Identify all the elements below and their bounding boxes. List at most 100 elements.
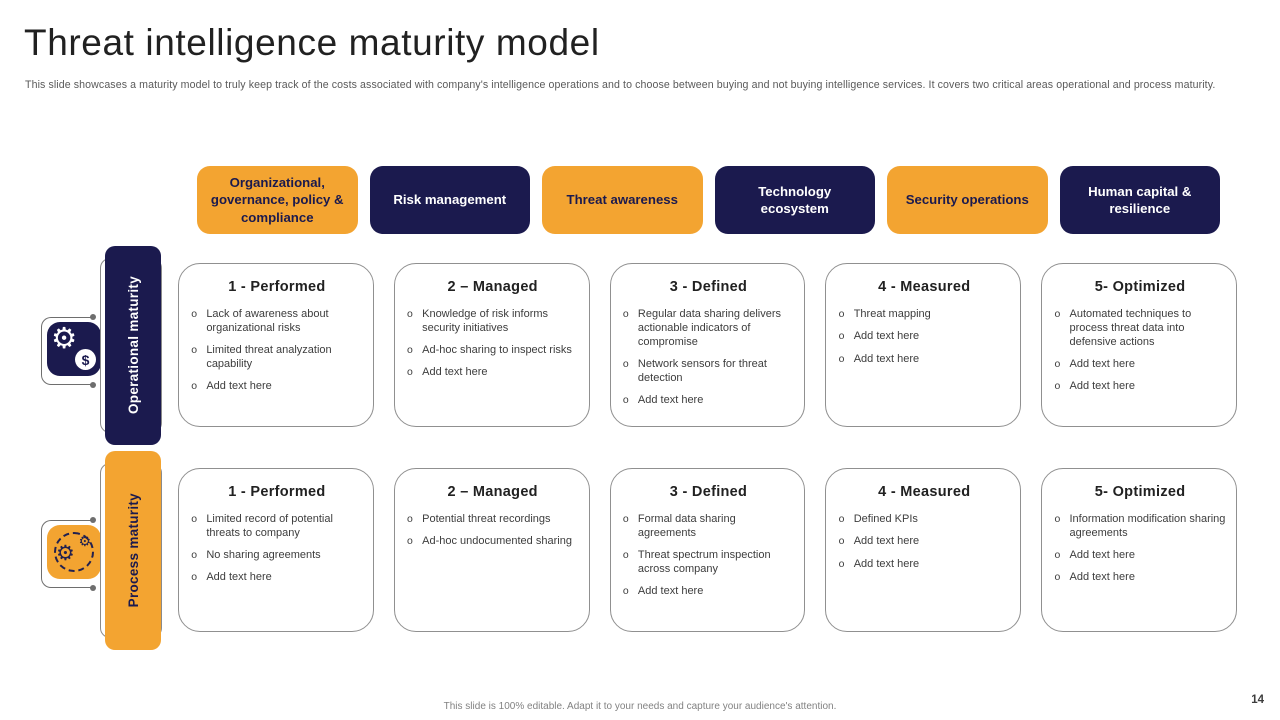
- bullet-marker: o: [191, 344, 198, 357]
- bullet-list: o Automated techniques to process threat …: [1054, 308, 1226, 395]
- connector-dot: [90, 314, 96, 320]
- bullet-marker: o: [406, 344, 414, 357]
- bullet-marker: o: [622, 309, 629, 321]
- bullet-text: Add text here: [206, 379, 272, 392]
- bullet-text: Threat mapping: [853, 308, 931, 320]
- operational-cost-icon: ⚙ $: [47, 322, 101, 376]
- connector-dot: [90, 585, 96, 591]
- bullet-marker: o: [622, 585, 629, 598]
- bullet-item: o Add text here: [1054, 358, 1226, 372]
- column-header-technology-ecosystem: Technology ecosystem: [714, 166, 875, 234]
- bullet-text: Threat spectrum inspection across compan…: [637, 548, 771, 575]
- bullet-text: Regular data sharing delivers actionable…: [637, 308, 781, 348]
- page-title: Threat intelligence maturity model: [24, 22, 600, 63]
- process-maturity-cards: 1 - Performed o Limited record of potenti…: [178, 468, 1237, 632]
- row-label-text: Operational maturity: [125, 276, 141, 415]
- bullet-item: o Threat mapping: [838, 308, 1010, 322]
- bullet-text: No sharing agreements: [206, 548, 321, 561]
- bullet-item: o Ad-hoc sharing to inspect risks: [407, 344, 579, 358]
- gear-icon: ⚙: [78, 534, 91, 550]
- bullet-marker: o: [1054, 358, 1061, 371]
- bullet-item: o Formal data sharing agreements: [623, 513, 795, 541]
- bullet-text: Formal data sharing agreements: [637, 513, 736, 539]
- bullet-text: Ad-hoc sharing to inspect risks: [422, 343, 572, 356]
- bullet-text: Limited threat analyzation capability: [206, 343, 332, 370]
- card-title: 5- Optimized: [1094, 484, 1186, 500]
- bullet-item: o Limited threat analyzation capability: [191, 344, 363, 372]
- bullet-text: Add text here: [637, 393, 704, 406]
- bullet-list: o Regular data sharing delivers actionabl…: [623, 308, 795, 408]
- cycle-arrows-icon: [54, 532, 94, 572]
- bullet-text: Automated techniques to process threat d…: [1069, 308, 1192, 348]
- bullet-list: o Limited record of potential threats to …: [191, 513, 363, 586]
- maturity-card: 1 - Performed o Limited record of potenti…: [178, 468, 374, 632]
- column-header-risk-management: Risk management: [369, 166, 530, 234]
- bullet-text: Add text here: [853, 352, 920, 365]
- column-headers: Organizational, governance, policy & com…: [197, 166, 1220, 234]
- column-header-security-operations: Security operations: [887, 166, 1048, 234]
- card-title: 1 - Performed: [228, 279, 326, 295]
- maturity-card: 3 - Defined o Regular data sharing delive…: [609, 263, 806, 427]
- bullet-marker: o: [191, 380, 198, 393]
- bullet-marker: o: [622, 394, 629, 407]
- row-label-process-maturity: Process maturity: [105, 451, 161, 650]
- bullet-marker: o: [1054, 572, 1061, 585]
- bullet-item: o Add text here: [623, 394, 795, 408]
- card-title: 3 - Defined: [669, 279, 748, 295]
- maturity-card: 3 - Defined o Formal data sharing agreeme…: [609, 468, 806, 632]
- bullet-marker: o: [191, 572, 198, 585]
- bullet-marker: o: [191, 309, 198, 321]
- bullet-marker: o: [1054, 514, 1061, 526]
- card-title: 5- Optimized: [1094, 279, 1186, 295]
- bullet-text: Add text here: [1069, 357, 1135, 370]
- gear-icon: ⚙: [51, 321, 77, 355]
- bullet-marker: o: [838, 558, 845, 571]
- bullet-marker: o: [406, 309, 414, 321]
- bullet-marker: o: [622, 514, 629, 526]
- page-number: 14: [1251, 694, 1264, 706]
- bullet-marker: o: [838, 309, 845, 321]
- gear-icon: ⚙: [56, 541, 75, 565]
- card-title: 4 - Measured: [878, 484, 971, 500]
- icon-bracket: [41, 520, 93, 588]
- bullet-marker: o: [406, 367, 414, 380]
- card-title: 1 - Performed: [228, 484, 326, 500]
- row-label-text: Process maturity: [125, 493, 141, 608]
- bullet-text: Potential threat recordings: [422, 513, 551, 525]
- slide-subtitle: This slide showcases a maturity model to…: [25, 79, 1216, 91]
- bullet-marker: o: [838, 514, 845, 526]
- card-title: 3 - Defined: [669, 484, 748, 500]
- bullet-marker: o: [1054, 549, 1061, 562]
- bullet-text: Add text here: [853, 330, 920, 343]
- connector-dot: [90, 382, 96, 388]
- bullet-text: Limited record of potential threats to c…: [206, 513, 333, 539]
